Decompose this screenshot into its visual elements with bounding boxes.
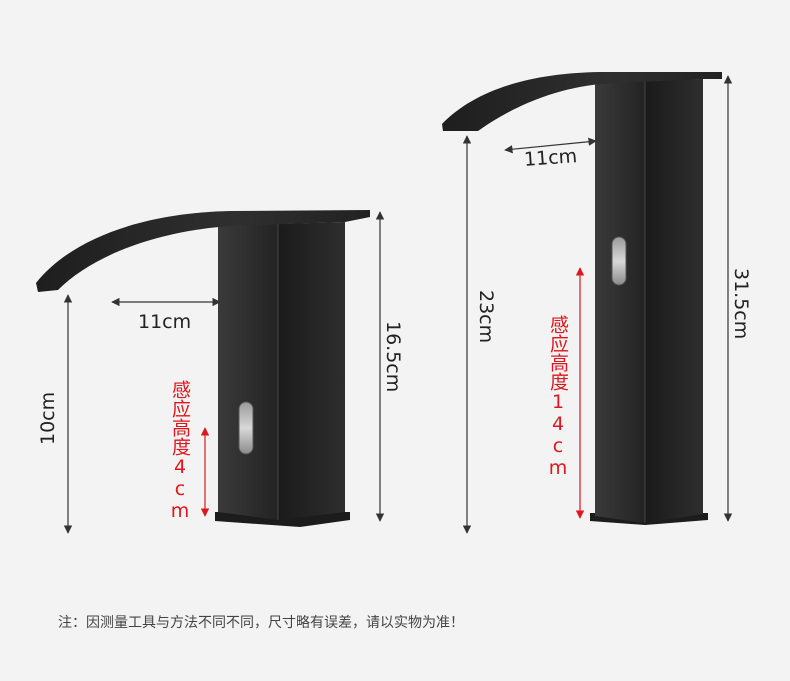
- tall-total-height-label: 31.5cm: [730, 268, 752, 339]
- tall-spout-length-line: [504, 137, 597, 154]
- tall-total-height-text: 31.5cm: [730, 268, 752, 340]
- small-faucet-body-left: [218, 224, 278, 520]
- small-faucet-body-right: [278, 222, 345, 520]
- small-faucet-sensor: [238, 401, 254, 455]
- tall-faucet: [442, 72, 722, 525]
- small-spout-length-label: 11cm: [138, 311, 192, 333]
- small-sensor-height-label: 感应高度4cm: [169, 380, 191, 522]
- small-faucet-dimensions: [63, 211, 385, 534]
- tall-clearance-text: 23cm: [475, 290, 497, 344]
- tall-spout-length-label: 11cm: [523, 145, 578, 171]
- small-total-height-text: 16.5cm: [382, 321, 404, 393]
- tall-faucet-spout: [442, 72, 722, 131]
- tall-faucet-body-right: [645, 79, 703, 523]
- small-clearance-text: 10cm: [37, 391, 59, 445]
- small-clearance-label: 10cm: [37, 392, 59, 445]
- tall-faucet-body-left: [595, 80, 645, 523]
- measurement-disclaimer: 注：因测量工具与方法不同不同，尺寸略有误差，请以实物为准！: [58, 615, 464, 631]
- small-total-height-label: 16.5cm: [382, 321, 404, 392]
- tall-sensor-height-label: 感应高度14cm: [547, 315, 569, 479]
- small-faucet-spout: [36, 210, 370, 292]
- tall-faucet-dimensions: [462, 75, 733, 534]
- tall-faucet-sensor: [611, 236, 627, 286]
- tall-clearance-label: 23cm: [475, 290, 497, 343]
- small-faucet: [36, 210, 370, 527]
